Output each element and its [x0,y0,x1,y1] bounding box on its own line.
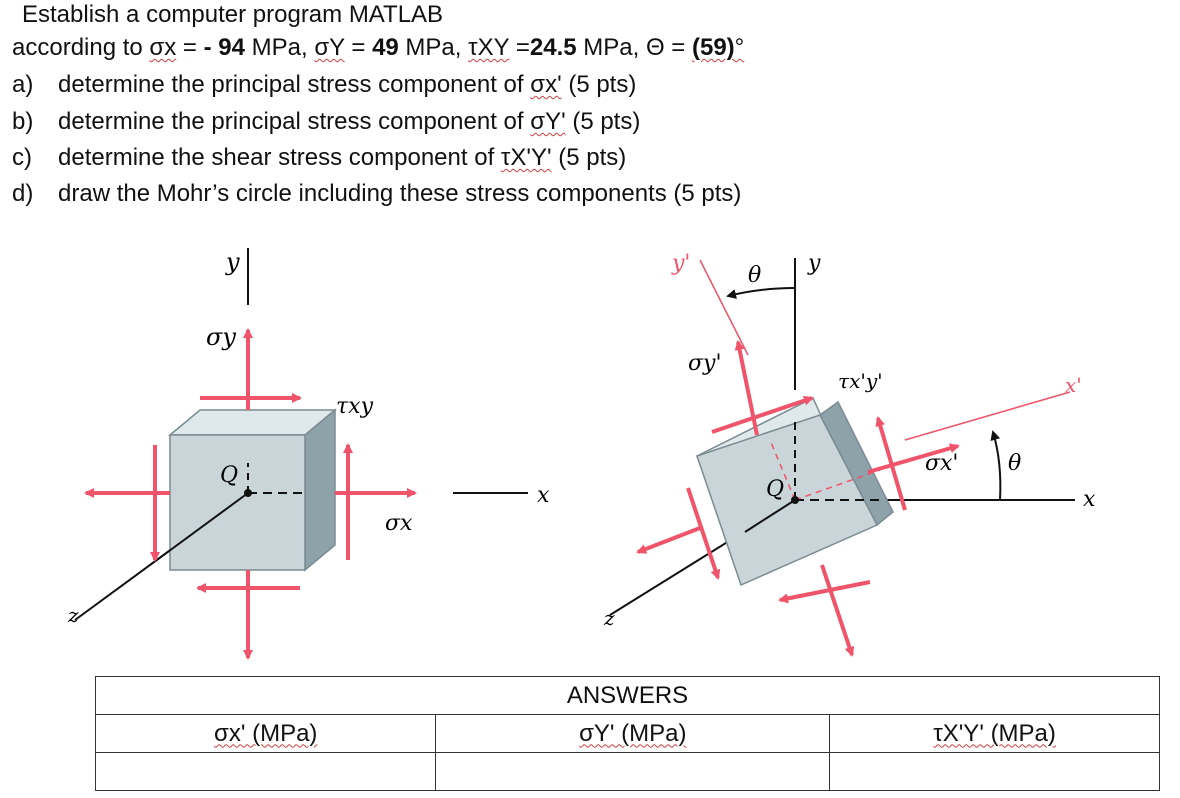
item-d-text: draw the Mohr’s circle including these s… [58,180,742,207]
sigma-x-eq: = [176,34,204,61]
sigma-y-value: 49 [372,34,399,61]
right-label-yprime: y' [671,251,690,276]
item-b-text: determine the principal stress component… [58,108,531,135]
answers-col-tau-xpyp: τX'Y' (MPa) [829,714,1160,753]
given-prefix: according to [12,34,143,61]
sigma-y-unit: MPa, [398,34,469,61]
right-tau-top-arrow [711,395,814,434]
left-label-sigma-x: σx [385,511,413,536]
right-theta-arc-right [990,430,1002,501]
problem-title: Establish a computer program MATLAB [22,1,444,28]
right-z-axis-inner [744,499,796,533]
right-xprime-axis [904,391,1071,441]
left-label-sigma-y: σy [206,323,236,351]
item-a-symbol: σx' [530,71,562,98]
item-c: c) determine the shear stress component o… [12,143,626,173]
answer-cell-sigma-yprime[interactable] [435,752,831,791]
answers-table: ANSWERS σx' (MPa) σY' (MPa) τX'Y' (MPa) [94,676,1160,791]
item-a-points: (5 pts) [561,71,637,98]
right-stress-element: y' θ y σy' τx'y' x' Q σx' θ x z [603,251,1096,657]
right-label-sigma-yprime: σy' [688,351,722,376]
sigma-y-symbol: σY [314,34,345,61]
theta-value: (59) [691,34,735,61]
theta-symbol: Θ [645,34,665,61]
right-sigma-xprime-arrow-right [867,443,960,474]
tau-xy-symbol: τXY [468,34,510,61]
right-label-theta-right: θ [1008,451,1021,476]
item-b-points: (5 pts) [565,108,641,135]
theta-eq: = [664,34,692,61]
right-label-theta-top: θ [748,263,761,288]
right-sigma-yprime-arrow-down [820,564,855,657]
sigma-x-value: - 94 [203,34,245,61]
right-label-xprime: x' [1065,373,1082,397]
left-label-x: x [537,483,550,508]
item-b-symbol: σY' [530,108,566,135]
left-label-Q: Q [220,463,238,488]
right-tau-right-arrow [875,416,907,511]
right-point-Q [791,496,799,504]
left-block-side [304,408,336,572]
right-tau-bottom-arrow [778,580,871,604]
item-d-letter: d) [12,180,34,207]
item-b-letter: b) [12,108,34,135]
right-yprime-axis [699,259,749,356]
answer-cell-tau-xpyp[interactable] [829,752,1160,791]
answers-col-sigma-yprime: σY' (MPa) [435,714,831,753]
item-c-symbol: τX'Y' [500,144,552,171]
sigma-y-eq: = [344,34,373,61]
item-a-text: determine the principal stress component… [58,71,531,98]
right-label-sigma-xprime: σx' [925,451,958,476]
answer-cell-sigma-xprime[interactable] [94,752,437,791]
theta-unit: ° [734,34,745,61]
right-tau-left-arrow [686,487,721,580]
stress-element-figure: y σy τxy Q σx x z y' θ y σ [67,248,1096,660]
item-c-points: (5 pts) [551,144,627,171]
tau-xy-eq: = [509,34,530,61]
sigma-x-unit: MPa, [244,34,315,61]
answers-col-sigma-xprime: σx' (MPa) [94,714,437,753]
tau-xy-unit: MPa, [576,34,646,61]
right-label-z: z [603,606,615,630]
right-label-y: y [807,251,821,276]
item-b: b) determine the principal stress compone… [12,107,640,137]
item-a: a) determine the principal stress compone… [12,70,636,100]
left-point-Q [244,489,252,497]
tau-xy-value: 24.5 [529,34,577,61]
right-label-tau-xpyp: τx'y' [838,369,883,393]
right-label-x: x [1083,487,1096,512]
given-values-line: according to σx = - 94 MPa, σY = 49 MPa,… [12,33,744,63]
item-d: d) draw the Mohr’s circle including these… [12,179,741,209]
right-sigma-xprime-arrow-left [636,526,701,554]
left-stress-element: y σy τxy Q σx x z [67,248,550,660]
answers-header: ANSWERS [95,676,1160,715]
item-c-text: determine the shear stress component of [58,144,501,171]
right-theta-arc-top [726,287,796,299]
sigma-x-symbol: σx [149,34,177,61]
left-label-tau-xy: τxy [336,394,374,419]
right-block-face [696,414,879,587]
left-label-z: z [67,603,79,627]
left-block-face [169,434,306,571]
right-label-Q: Q [766,477,784,502]
item-c-letter: c) [12,144,32,171]
right-xprime-dashed [794,469,881,501]
left-z-axis-inner [149,492,249,566]
item-a-letter: a) [12,71,34,98]
left-label-y: y [225,248,240,276]
